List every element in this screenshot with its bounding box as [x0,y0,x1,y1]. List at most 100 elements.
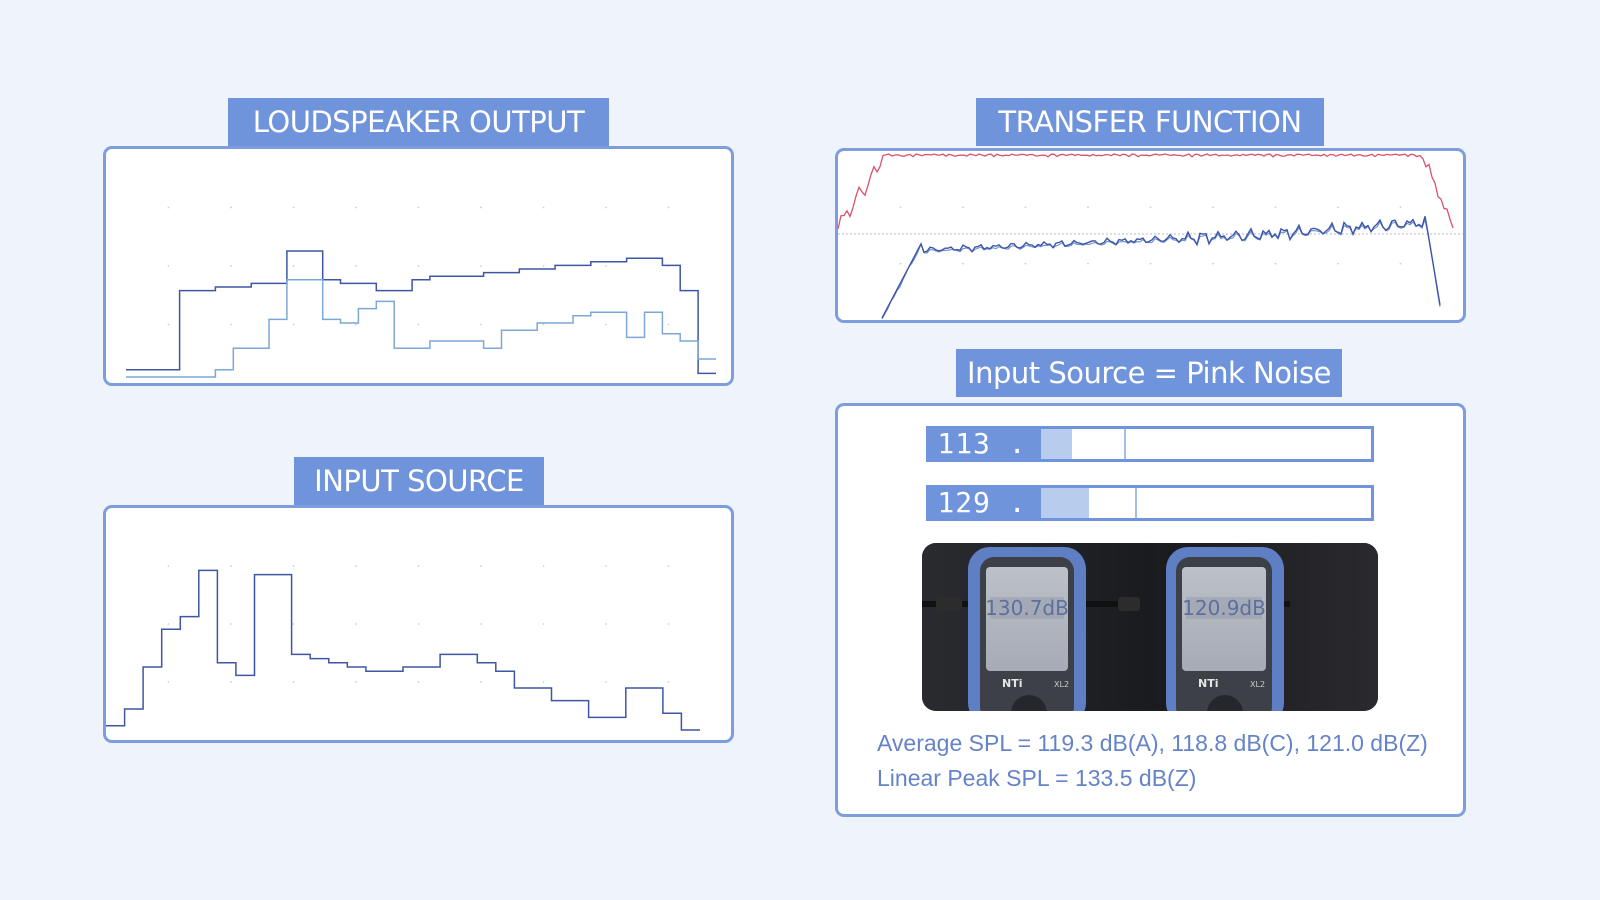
grid-dot [417,206,420,209]
meter-fill-2 [1041,488,1089,518]
grid-dot [1212,262,1214,265]
grid-dot [542,265,545,267]
meter-value-2: 129 . 6 [926,485,1038,555]
meter-row-1: 113 . 5 [926,426,1374,496]
transfer-function-title: TRANSFER FUNCTION [976,98,1324,146]
grid-dot [230,265,232,267]
transfer-function-magnitude-trace [838,153,1454,230]
grid-dot [1399,206,1402,209]
grid-dot [292,623,295,625]
loudspeaker-output-trace-1 [126,250,716,375]
transfer-function-trace-2 [881,217,1441,320]
input-source-trace [106,569,700,731]
grid-dot [899,206,902,209]
grid-dot [417,565,420,567]
input-source-panel [103,505,734,743]
grid-dot [355,681,357,683]
meter-marker-1 [1123,429,1126,459]
grid-dot [1212,206,1214,209]
meter-value-1: 113 . 5 [926,426,1038,496]
grid-dot [167,265,170,267]
loudspeaker-output-trace-2 [126,279,716,378]
grid-dot [1274,262,1277,265]
grid-dot [355,206,357,209]
grid-dot [667,681,670,683]
peak-spl-text: Linear Peak SPL = 133.5 dB(Z) [877,765,1197,791]
grid-dot [605,265,607,267]
meter-row-2: 129 . 6 [926,485,1374,555]
grid-dot [417,265,420,267]
meter-device-2-brand: NTi [1198,677,1218,690]
meter-fill-1 [1041,429,1073,459]
transfer-function-panel [835,148,1466,323]
input-source-pink-noise-title: Input Source = Pink Noise [956,349,1342,397]
grid-dot [480,265,482,267]
average-spl-text: Average SPL = 119.3 dB(A), 118.8 dB(C), … [877,730,1428,756]
grid-dot [1024,262,1027,265]
grid-dot [230,206,232,209]
meter-device-1-brand: NTi [1002,677,1022,690]
meter-bar-1 [1038,426,1374,462]
meter-device-2-reading: 120.9dB [1182,596,1266,620]
sound-level-meters-illustration: 130.7dB NTi XL2 120.9dB NTi XL2 [922,543,1378,711]
grid-dot [167,323,170,326]
grid-dot [230,323,232,326]
grid-dot [480,681,482,683]
grid-dot [417,623,420,625]
grid-dot [355,623,357,625]
grid-dot [292,206,295,209]
grid-dot [962,262,964,265]
grid-dot [667,323,670,326]
grid-dot [167,565,170,567]
grid-dot [480,323,482,326]
grid-dot [480,565,482,567]
grid-dot [230,623,232,625]
grid-dot [542,623,545,625]
grid-dot [1337,262,1339,265]
grid-dot [417,681,420,683]
grid-dot [605,681,607,683]
grid-dot [667,623,670,625]
loudspeaker-output-panel [103,146,734,386]
grid-dot [1399,262,1402,265]
grid-dot [292,323,295,326]
grid-dot [167,206,170,209]
grid-dot [230,565,232,567]
loudspeaker-output-title: LOUDSPEAKER OUTPUT [228,98,609,146]
grid-dot [667,206,670,209]
grid-dot [1087,206,1089,209]
grid-dot [1274,206,1277,209]
grid-dot [605,323,607,326]
grid-dot [292,265,295,267]
grid-dot [292,565,295,567]
grid-dot [1337,206,1339,209]
meter-device-1: 130.7dB NTi XL2 [968,547,1086,711]
grid-dot [542,206,545,209]
grid-dot [355,323,357,326]
grid-dot [480,206,482,209]
grid-dot [480,623,482,625]
transfer-function-chart [838,153,1463,320]
grid-dot [605,623,607,625]
meter-bar-2 [1038,485,1374,521]
grid-dot [899,262,902,265]
meter-device-1-model: XL2 [1054,680,1069,689]
meter-marker-2 [1135,488,1138,518]
transfer-function-trace-1 [881,216,1441,319]
loudspeaker-output-chart [126,206,716,378]
grid-dot [667,565,670,567]
grid-dot [355,265,357,267]
grid-dot [292,681,295,683]
grid-dot [1087,262,1089,265]
grid-dot [1149,262,1152,265]
input-source-chart [106,565,700,731]
grid-dot [167,623,170,625]
sound-level-meters-photo: 130.7dB NTi XL2 120.9dB NTi XL2 [922,543,1378,711]
grid-dot [542,323,545,326]
grid-dot [542,681,545,683]
grid-dot [962,206,964,209]
meter-device-2-model: XL2 [1250,680,1265,689]
grid-dot [167,681,170,683]
grid-dot [605,206,607,209]
grid-dot [230,681,232,683]
